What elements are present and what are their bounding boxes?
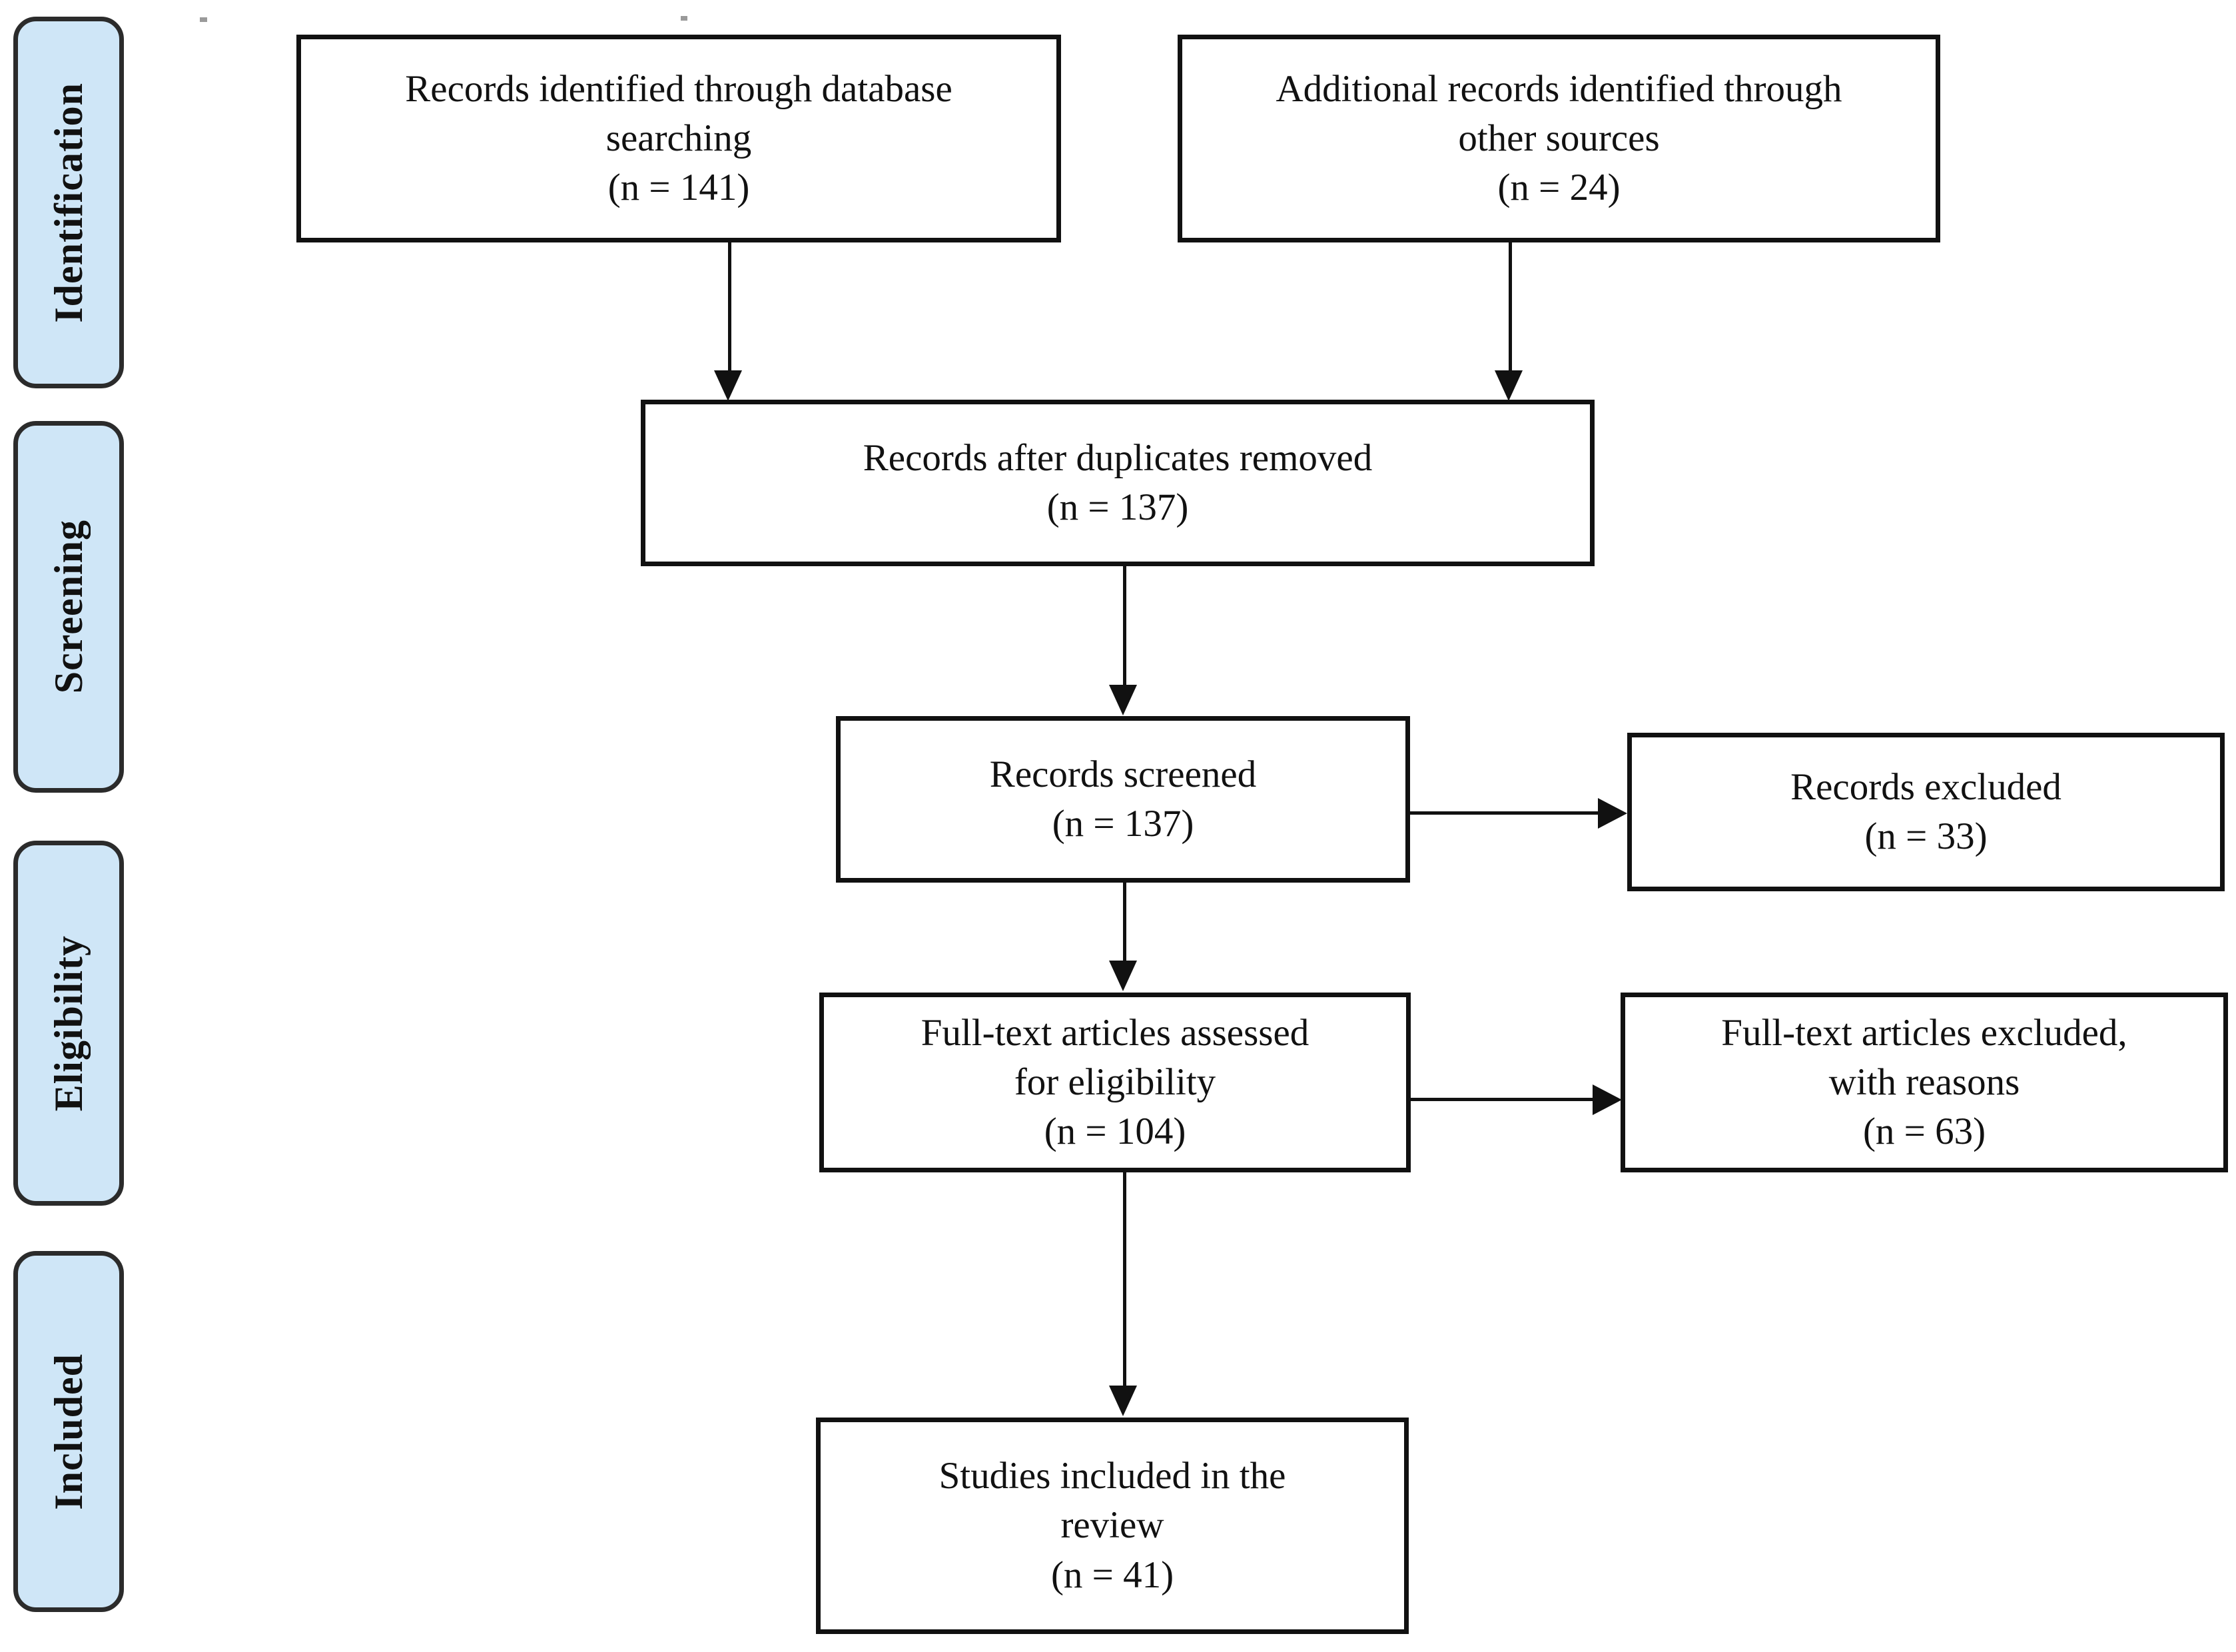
flow-box-line1: Records screened [989,753,1257,795]
flow-box-text: Studies included in the review (n = 41) [922,1451,1304,1599]
flow-box-studies-included: Studies included in the review (n = 41) [816,1418,1409,1634]
connector-duplicates-to-screened [1123,563,1126,686]
flow-box-count: (n = 41) [1050,1553,1174,1596]
arrowhead-screened-to-fulltext [1109,961,1137,991]
flow-box-fulltext-assessed: Full-text articles assessed for eligibil… [819,993,1411,1172]
flow-box-text: Records after duplicates removed (n = 13… [846,434,1389,532]
flow-box-count: (n = 24) [1497,167,1621,209]
connector-fulltext-to-included [1123,1170,1126,1387]
flow-box-line2: other sources [1458,117,1660,159]
flow-box-line1: Additional records identified through [1276,67,1842,110]
phase-chip-included: Included [13,1251,124,1612]
flow-box-line1: Records after duplicates removed [863,436,1373,479]
phase-label-eligibility: Eligibility [47,935,91,1112]
flow-box-line1: Studies included in the [938,1455,1286,1497]
connector-fulltext-to-excluded [1407,1098,1595,1101]
phase-chip-screening: Screening [13,421,124,793]
flow-box-records-screened: Records screened (n = 137) [836,716,1410,883]
flow-box-text: Full-text articles assessed for eligibil… [904,1009,1327,1156]
flow-box-text: Records identified through database sear… [388,65,970,212]
flow-box-line1: Full-text articles assessed [921,1011,1309,1054]
flow-box-line1: Full-text articles excluded, [1721,1011,2127,1054]
arrowhead-fulltext-to-excluded [1593,1084,1622,1115]
flow-box-line2: for eligibility [1014,1060,1216,1103]
arrowhead-fulltext-to-included [1109,1386,1137,1416]
flow-box-text: Records screened (n = 137) [972,750,1274,849]
arrowhead-duplicates-to-screened [1109,685,1137,715]
connector-db-to-duplicates [728,240,731,372]
flow-box-records-identified-database: Records identified through database sear… [296,35,1061,242]
flow-box-count: (n = 141) [607,167,750,209]
phase-label-included: Included [47,1353,91,1510]
flow-box-records-after-duplicates: Records after duplicates removed (n = 13… [641,400,1595,566]
arrowhead-screened-to-excluded [1598,798,1627,829]
phase-chip-identification: Identification [13,17,124,388]
flow-box-count: (n = 33) [1864,815,1988,857]
phase-label-screening: Screening [47,520,91,694]
flow-box-line1: Records identified through database [405,67,952,110]
flow-box-count: (n = 137) [1046,486,1189,528]
flow-box-fulltext-excluded: Full-text articles excluded, with reason… [1621,993,2228,1172]
arrowhead-db-to-duplicates [714,370,742,401]
scan-speckle [681,16,687,21]
flow-box-line1: Records excluded [1790,765,2061,808]
arrowhead-other-to-duplicates [1495,370,1523,401]
connector-other-to-duplicates [1509,240,1512,372]
flow-box-count: (n = 63) [1862,1110,1986,1153]
flow-box-text: Records excluded (n = 33) [1773,763,2079,861]
phase-label-identification: Identification [47,82,91,323]
flow-box-count: (n = 137) [1052,803,1194,845]
flow-box-count: (n = 104) [1044,1110,1186,1153]
flow-box-line2: searching [605,117,752,159]
flow-box-line2: review [1060,1504,1164,1547]
flow-box-records-excluded: Records excluded (n = 33) [1627,733,2225,891]
flow-box-text: Additional records identified through ot… [1258,65,1859,212]
flow-box-line2: with reasons [1828,1060,2020,1103]
connector-screened-to-fulltext [1123,881,1126,962]
scan-speckle [200,17,207,22]
flow-box-text: Full-text articles excluded, with reason… [1704,1009,2144,1156]
phase-chip-eligibility: Eligibility [13,841,124,1206]
connector-screened-to-excluded [1407,811,1601,815]
flow-box-records-identified-other: Additional records identified through ot… [1178,35,1940,242]
